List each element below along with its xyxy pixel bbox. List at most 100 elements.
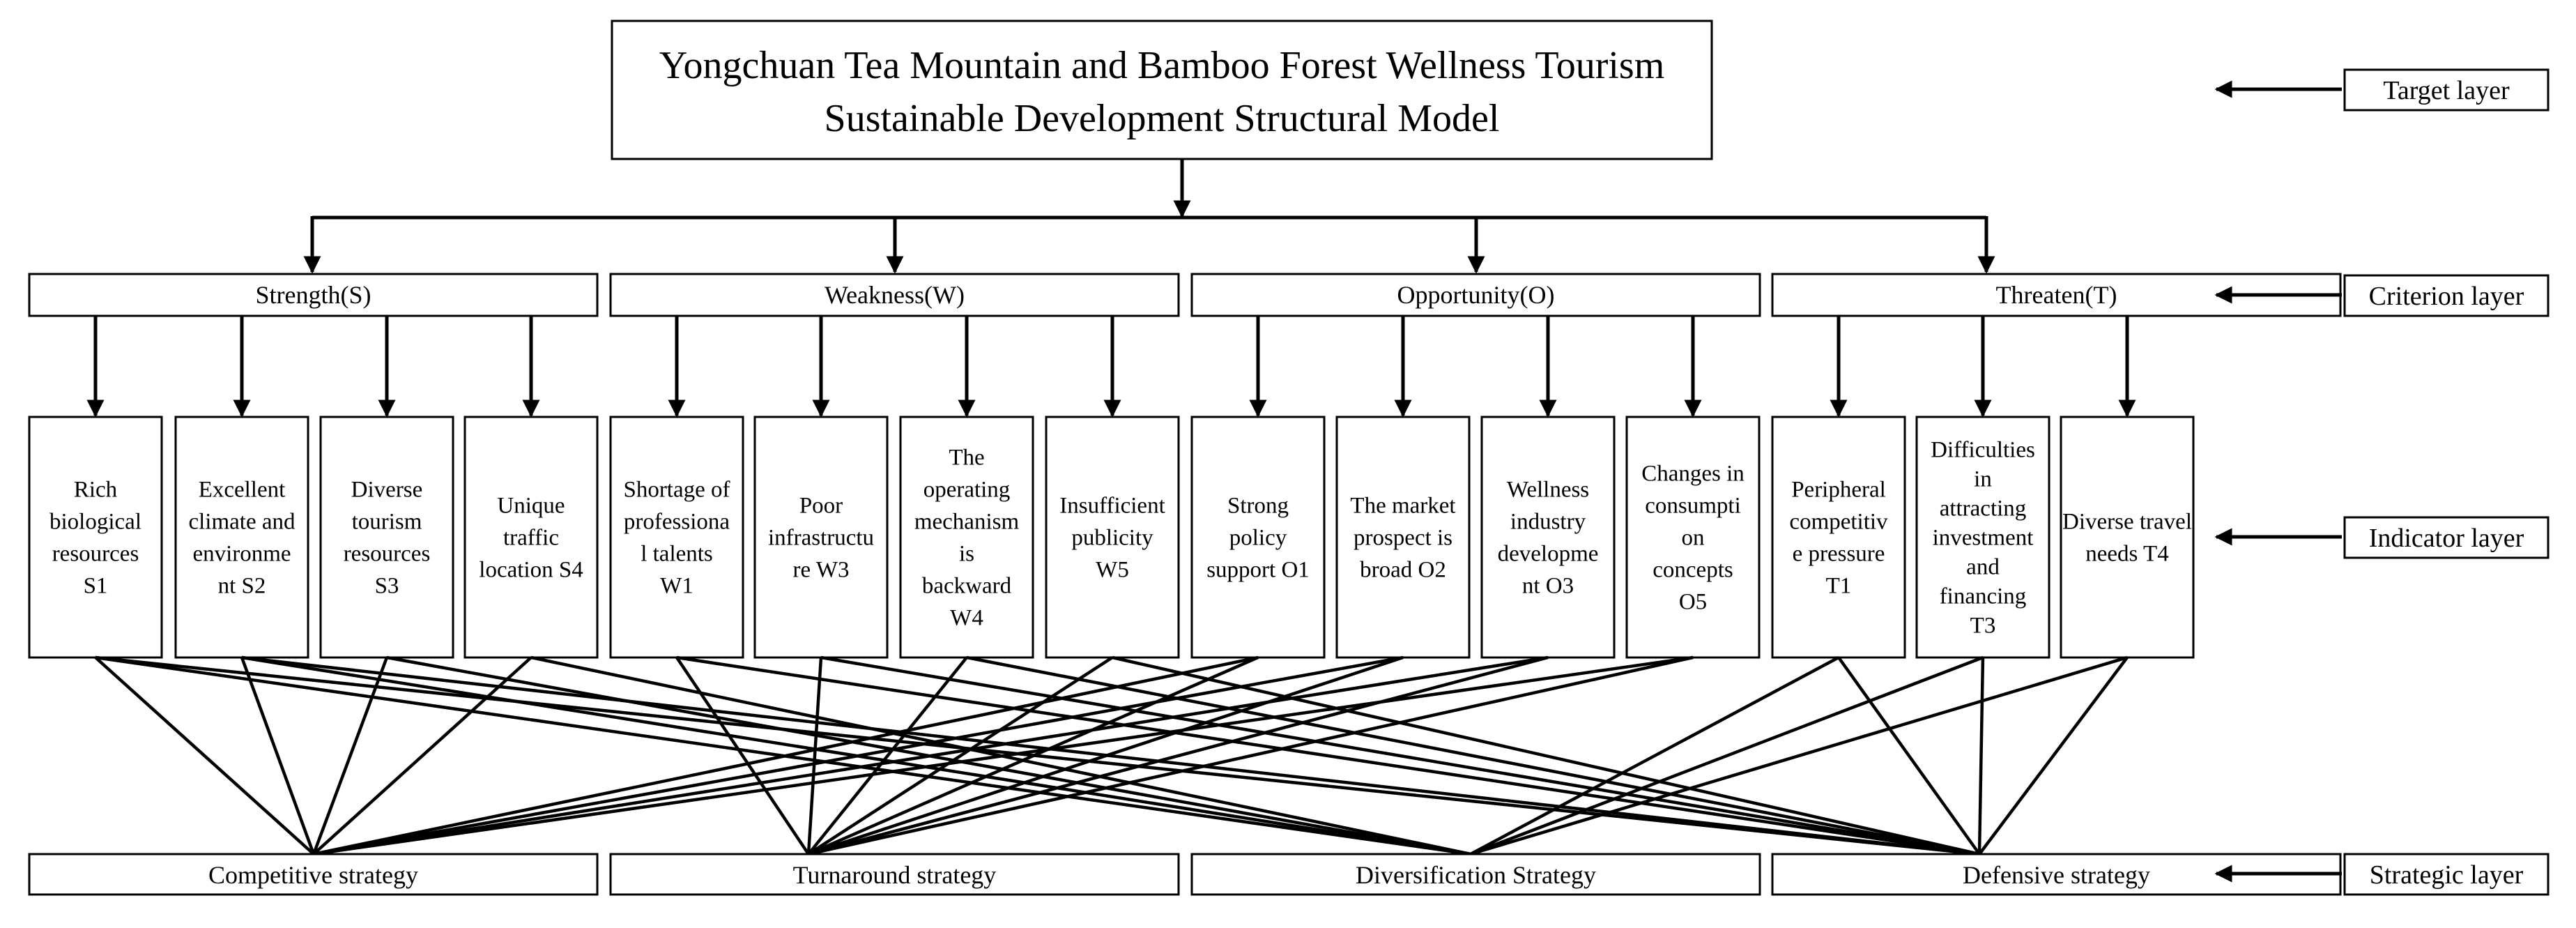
indicator-label-line: nt O3 [1522,574,1574,599]
indicator-label-line: in [1974,467,1992,492]
indicator-label-line: Insufficient [1059,494,1165,519]
strategic-layer-label: Strategic layer [2370,860,2524,890]
indicator-label-line: mechanism [914,510,1020,535]
indicator-label-line: operating [923,478,1011,503]
indicator-label-line: backward [922,574,1012,599]
layer-labels: Target layer Criterion layer Indicator l… [2214,68,2550,896]
link-line [1469,656,1840,855]
link-line [1978,656,2129,855]
indicator-label-line: industry [1510,510,1586,535]
link-line [807,656,1114,855]
link-line [1112,655,1980,856]
indicator-label-line: T3 [1970,614,1996,639]
indicator-row: RichbiologicalresourcesS1Excellentclimat… [28,416,2195,659]
criterion-label: Weakness(W) [825,281,965,309]
indicator-label-line: policy [1229,526,1287,551]
criterion-node: Weakness(W) [609,273,1180,317]
indicator-label-line: environme [192,542,291,567]
indicator-label-line: e pressure [1793,542,1885,567]
indicator-label-line: S3 [375,574,399,599]
target-node: Yongchuan Tea Mountain and Bamboo Forest… [611,20,1713,160]
link-line [240,657,316,855]
strategy-row: Competitive strategy Turnaround strategy D… [28,853,2342,896]
link-line [675,656,810,855]
criterion-to-indicator-arrows [86,316,2136,418]
indicator-label-line: Shortage of [623,478,730,503]
indicator-label-line: O5 [1679,590,1707,615]
strategy-label: Diversification Strategy [1356,861,1596,889]
strategy-node: Diversification Strategy [1190,853,1761,896]
indicator-label-line: nt S2 [218,574,266,599]
indicator-label-line: Strong [1227,494,1289,519]
indicator-label-line: Wellness [1507,478,1589,503]
target-to-criteria-connectors [303,159,1995,274]
indicator-label-line: S1 [84,574,108,599]
link-line [312,656,532,855]
indicator-node: Unique traffic location S4 [463,416,599,659]
link-line [530,655,1471,856]
strategy-node: Turnaround strategy [609,853,1180,896]
indicator-node: Wellness industry developme nt O3 [1480,416,1616,659]
indicator-label-line: financing [1940,584,2027,609]
link-line [808,655,1549,856]
target-layer-label: Target layer [2383,76,2510,105]
indicator-label-line: infrastructu [768,526,874,551]
link-line [241,655,1471,856]
indicator-label-line: The [949,446,984,471]
indicator-label-line: resources [344,542,431,567]
indicator-label-line: climate and [188,510,296,535]
criterion-row: Strength(S) Weakness(W) Opportunity(O) Thre… [28,273,2342,317]
indicator-label-line: Peripheral [1791,478,1886,503]
link-line [94,656,315,855]
criterion-layer-label: Criterion layer [2369,282,2524,311]
title-line-2: Sustainable Development Structural Model [825,97,1500,140]
indicator-label-line: on [1682,526,1705,551]
link-line [820,655,1980,856]
indicator-label-line: W4 [950,606,983,631]
indicator-label-line: Rich [74,478,118,503]
indicator-label-line: l talents [641,542,713,567]
title-line-1: Yongchuan Tea Mountain and Bamboo Forest… [659,44,1665,87]
indicator-label-line: developme [1498,542,1599,567]
link-line [1837,656,1981,855]
indicator-label-line: Difficulties [1931,438,2035,463]
indicator-label-line: Changes in [1641,462,1745,487]
strategy-label: Competitive strategy [208,861,418,889]
indicator-label-line: broad O2 [1360,558,1446,583]
indicator-strategy-links [94,655,2129,856]
indicator-label-line: needs T4 [2085,542,2168,567]
criterion-label: Opportunity(O) [1397,281,1555,309]
criterion-node: Strength(S) [28,273,599,317]
indicator-label-line: re W3 [793,558,850,583]
criterion-node: Threaten(T) [1771,273,2342,317]
indicator-label-line: location S4 [479,558,583,583]
indicator-label-line: attracting [1940,496,2027,522]
link-line [312,657,389,855]
link-line [1470,655,1984,856]
link-line [95,655,1471,856]
criterion-label: Threaten(T) [1996,281,2117,309]
indicator-label-line: investment [1933,526,2034,551]
link-line [807,656,968,855]
indicator-label-line: resources [52,542,139,567]
indicator-label-line: traffic [503,526,559,551]
indicator-label-line: concepts [1653,558,1733,583]
indicator-label-line: biological [49,510,141,535]
link-line [1470,655,2128,856]
strategy-node: Defensive strategy [1771,853,2342,896]
indicator-label-line: prospect is [1354,526,1452,551]
indicator-node: Diverse travel needs T4 [2060,416,2195,659]
indicator-layer-label: Indicator layer [2369,524,2524,553]
indicator-label-line: Unique [497,494,565,519]
strategy-node: Competitive strategy [28,853,599,896]
link-line [386,655,1471,856]
indicator-label-line: Diverse travel [2062,510,2192,535]
link-line [95,655,1980,856]
